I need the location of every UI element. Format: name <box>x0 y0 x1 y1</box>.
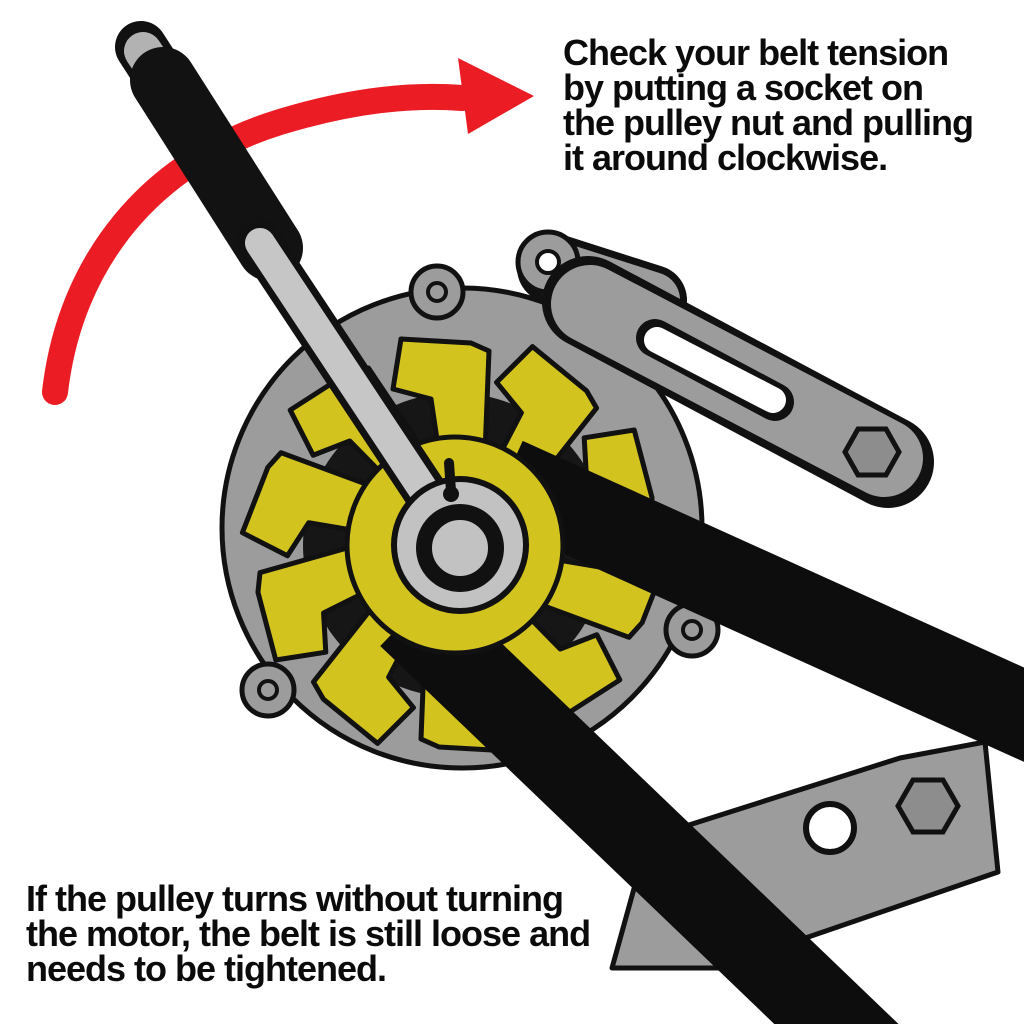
instruction-bottom-left: If the pulley turns without turning the … <box>26 878 591 989</box>
bracket-hook-hole <box>535 249 561 275</box>
hex-bolt-icon <box>842 426 902 478</box>
arrow-curve <box>42 83 475 405</box>
pulley-nut <box>416 504 504 592</box>
belt-lower-run <box>380 583 899 1024</box>
mount-hole <box>257 679 279 701</box>
instruction-top-right: Check your belt tension by putting a soc… <box>563 32 974 178</box>
drive-belt <box>380 440 1024 1024</box>
mount-hole <box>681 619 703 641</box>
adjuster-bracket-upper <box>515 229 934 508</box>
keyway-dot <box>443 486 459 502</box>
adjuster-slot <box>644 327 786 413</box>
mount-hole <box>426 281 448 303</box>
bracket-hole <box>803 801 857 855</box>
arrow-head-icon <box>458 58 534 134</box>
belt-upper-run <box>487 440 1024 762</box>
hex-bolt-icon <box>895 777 961 835</box>
clockwise-arrow <box>42 58 534 405</box>
pulley-socket <box>391 458 529 614</box>
